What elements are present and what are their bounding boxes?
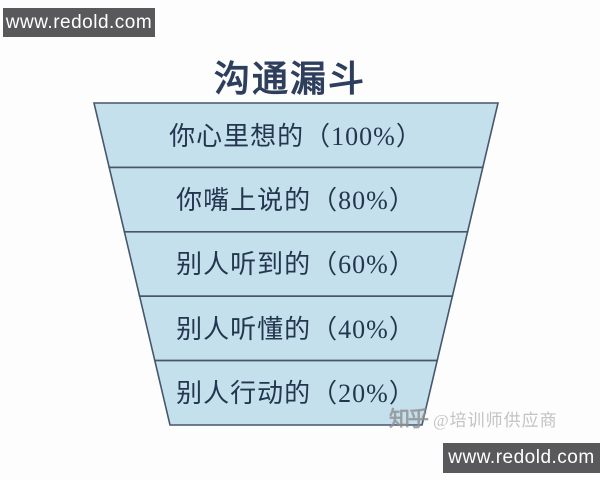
- watermark-redold-bottom: www.redold.com: [443, 443, 600, 473]
- funnel-level-3-label: 别人听到的（60%）: [176, 250, 416, 279]
- credit-handle: @培训师供应商: [433, 410, 558, 430]
- funnel-level-1-label: 你心里想的（100%）: [169, 122, 423, 151]
- zhihu-logo: 知乎: [389, 407, 429, 431]
- funnel-level-2-label: 你嘴上说的（80%）: [176, 186, 416, 215]
- funnel-level-5-shape: [153, 359, 439, 426]
- funnel-level-5-label: 别人行动的（20%）: [176, 379, 416, 408]
- page-title: 沟通漏斗: [213, 59, 366, 99]
- funnel-level-4-label: 别人听懂的（40%）: [176, 315, 416, 344]
- credit-watermark: 知乎 @培训师供应商: [389, 403, 558, 433]
- watermark-redold-top: www.redold.com: [3, 8, 155, 37]
